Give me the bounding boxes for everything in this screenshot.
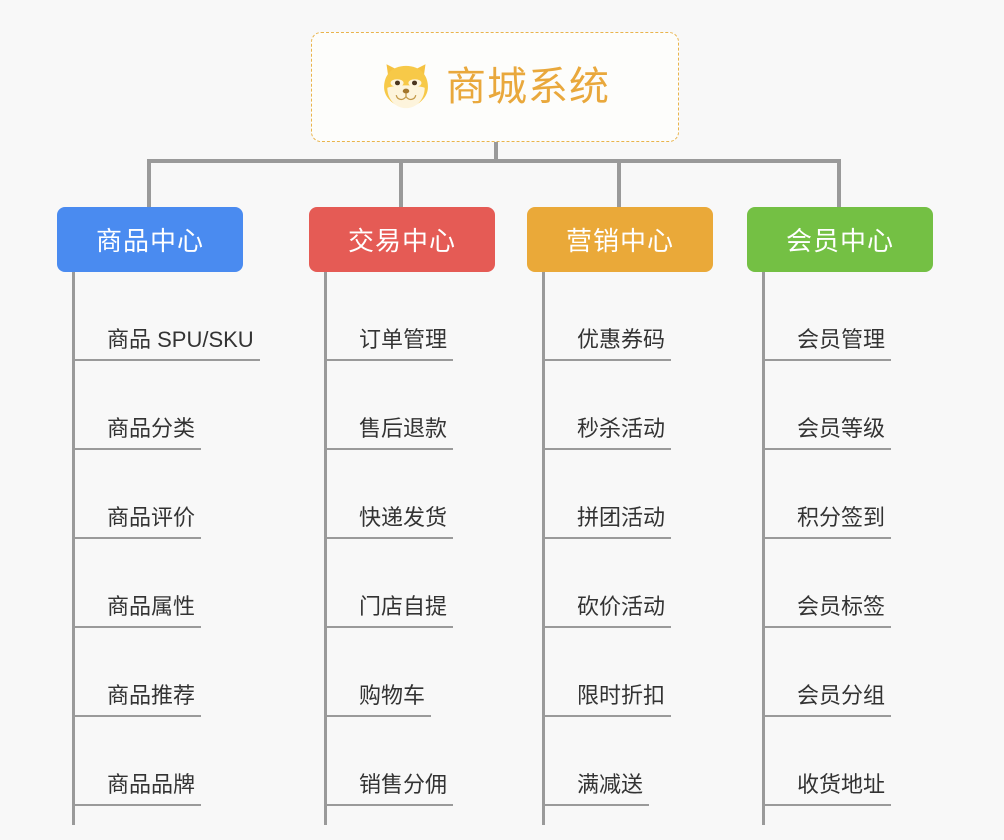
list-item[interactable]: 快递发货 [327,450,454,539]
list-item-label: 商品推荐 [75,683,202,717]
list-item[interactable]: 商品属性 [75,539,202,628]
root-node[interactable]: 商城系统 [311,32,679,142]
branch-column-trade: 交易中心 订单管理 售后退款 快递发货 门店自提 购物车 销售分佣 [309,207,495,825]
connector-drop-4 [837,159,841,207]
list-item[interactable]: 限时折扣 [545,628,672,717]
list-item-label: 秒杀活动 [545,416,672,450]
list-item[interactable]: 满减送 [545,717,650,806]
list-item-label: 销售分佣 [327,772,454,806]
list-item-label: 满减送 [545,772,650,806]
list-item[interactable]: 门店自提 [327,539,454,628]
list-item-label: 积分签到 [765,505,892,539]
branch-spine-member: 会员管理 会员等级 积分签到 会员标签 会员分组 收货地址 [762,272,933,825]
list-item-label: 会员管理 [765,327,892,361]
category-header-label: 营销中心 [565,226,674,256]
list-item-label: 商品属性 [75,594,202,628]
list-item[interactable]: 积分签到 [765,450,892,539]
list-item[interactable]: 会员分组 [765,628,892,717]
list-item[interactable]: 砍价活动 [545,539,672,628]
list-item-label: 砍价活动 [545,594,672,628]
list-item-label: 订单管理 [327,327,454,361]
list-item[interactable]: 会员标签 [765,539,892,628]
root-title: 商城系统 [446,65,610,109]
branch-spine-product: 商品 SPU/SKU 商品分类 商品评价 商品属性 商品推荐 商品品牌 [72,272,260,825]
connector-drop-1 [147,159,151,207]
category-header-marketing[interactable]: 营销中心 [527,207,713,272]
list-item-label: 限时折扣 [545,683,672,717]
list-item[interactable]: 商品推荐 [75,628,202,717]
category-header-product[interactable]: 商品中心 [57,207,243,272]
list-item[interactable]: 商品品牌 [75,717,202,806]
connector-horizontal-bus [147,159,841,163]
category-header-label: 交易中心 [347,226,456,256]
branch-spine-marketing: 优惠券码 秒杀活动 拼团活动 砍价活动 限时折扣 满减送 [542,272,713,825]
list-item-label: 拼团活动 [545,505,672,539]
list-item[interactable]: 拼团活动 [545,450,672,539]
list-item-label: 收货地址 [765,772,892,806]
list-item-label: 会员分组 [765,683,892,717]
connector-drop-2 [399,159,403,207]
category-header-label: 会员中心 [785,226,894,256]
list-item[interactable]: 优惠券码 [545,272,672,361]
list-item-label: 商品分类 [75,416,202,450]
list-item[interactable]: 销售分佣 [327,717,454,806]
category-header-member[interactable]: 会员中心 [747,207,933,272]
connector-drop-3 [617,159,621,207]
list-item-label: 快递发货 [327,505,454,539]
connector-root-stem [494,142,498,163]
category-header-trade[interactable]: 交易中心 [309,207,495,272]
list-item[interactable]: 购物车 [327,628,432,717]
list-item-label: 优惠券码 [545,327,672,361]
list-item[interactable]: 商品分类 [75,361,202,450]
list-item-label: 门店自提 [327,594,454,628]
shiba-dog-face-icon [384,64,428,109]
list-item[interactable]: 订单管理 [327,272,454,361]
branch-column-marketing: 营销中心 优惠券码 秒杀活动 拼团活动 砍价活动 限时折扣 满减送 [527,207,713,825]
list-item[interactable]: 售后退款 [327,361,454,450]
list-item[interactable]: 会员等级 [765,361,892,450]
list-item-label: 会员标签 [765,594,892,628]
list-item[interactable]: 会员管理 [765,272,892,361]
list-item[interactable]: 秒杀活动 [545,361,672,450]
list-item[interactable]: 收货地址 [765,717,892,806]
list-item[interactable]: 商品评价 [75,450,202,539]
category-header-label: 商品中心 [95,226,204,256]
list-item-label: 购物车 [327,683,432,717]
branch-column-member: 会员中心 会员管理 会员等级 积分签到 会员标签 会员分组 收货地址 [747,207,933,825]
list-item-label: 会员等级 [765,416,892,450]
list-item[interactable]: 商品 SPU/SKU [75,272,260,361]
list-item-label: 商品评价 [75,505,202,539]
list-item-label: 售后退款 [327,416,454,450]
branch-column-product: 商品中心 商品 SPU/SKU 商品分类 商品评价 商品属性 商品推荐 商品品牌 [57,207,260,825]
list-item-label: 商品品牌 [75,772,202,806]
branch-spine-trade: 订单管理 售后退款 快递发货 门店自提 购物车 销售分佣 [324,272,495,825]
list-item-label: 商品 SPU/SKU [75,327,260,361]
